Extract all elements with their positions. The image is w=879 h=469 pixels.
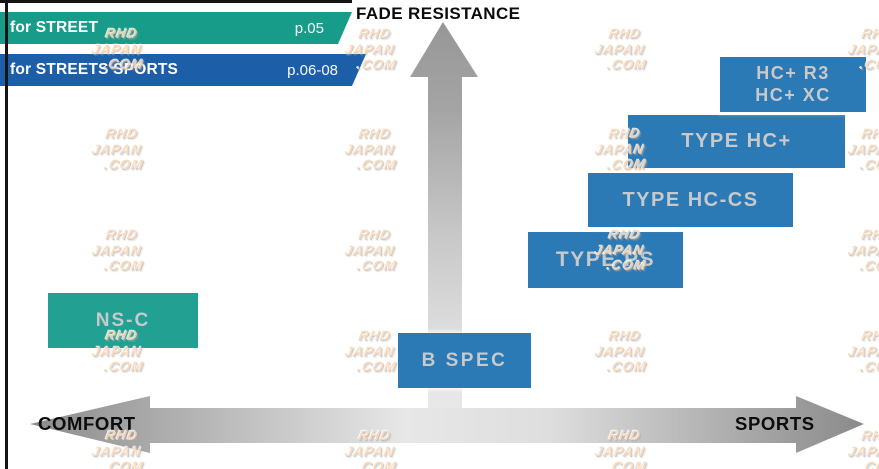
- banner-for-streets-sports-label: for STREETS SPORTS: [10, 61, 179, 78]
- product-box-type-ps: TYPE PS: [528, 232, 683, 288]
- x-axis-label-sports: SPORTS: [735, 413, 815, 434]
- product-label-type-hc-cs: TYPE HC-CS: [622, 188, 759, 211]
- product-label-hc-plus-xc: HC+ XC: [755, 84, 831, 105]
- product-label-type-hc-plus: TYPE HC+: [681, 130, 792, 152]
- page-border-top: [0, 0, 352, 3]
- banner-for-street-label: for STREET: [10, 19, 99, 36]
- banner-for-streets-sports-page: p.06-08: [287, 61, 338, 79]
- banner-for-street[interactable]: for STREET p.05: [0, 12, 352, 44]
- x-axis-label-comfort: COMFORT: [38, 413, 136, 434]
- product-label-type-ps: TYPE PS: [555, 248, 656, 271]
- banner-for-streets-sports[interactable]: for STREETS SPORTS p.06-08: [0, 54, 366, 86]
- product-box-type-hc-plus: TYPE HC+: [628, 115, 845, 168]
- product-label-b-spec: B SPEC: [421, 349, 508, 371]
- product-box-type-hc-cs: TYPE HC-CS: [588, 173, 793, 227]
- product-box-ns-c: NS-C: [48, 293, 198, 348]
- banner-for-street-page: p.05: [294, 19, 324, 37]
- y-axis-label-fade-resistance: FADE RESISTANCE: [356, 4, 521, 23]
- product-box-hc-plus-r3-xc: HC+ R3 HC+ XC: [720, 57, 866, 112]
- product-box-b-spec: B SPEC: [398, 333, 531, 388]
- page-border-left: [5, 0, 8, 469]
- product-label-ns-c: NS-C: [95, 309, 151, 331]
- product-label-hc-plus-r3: HC+ R3: [756, 62, 830, 83]
